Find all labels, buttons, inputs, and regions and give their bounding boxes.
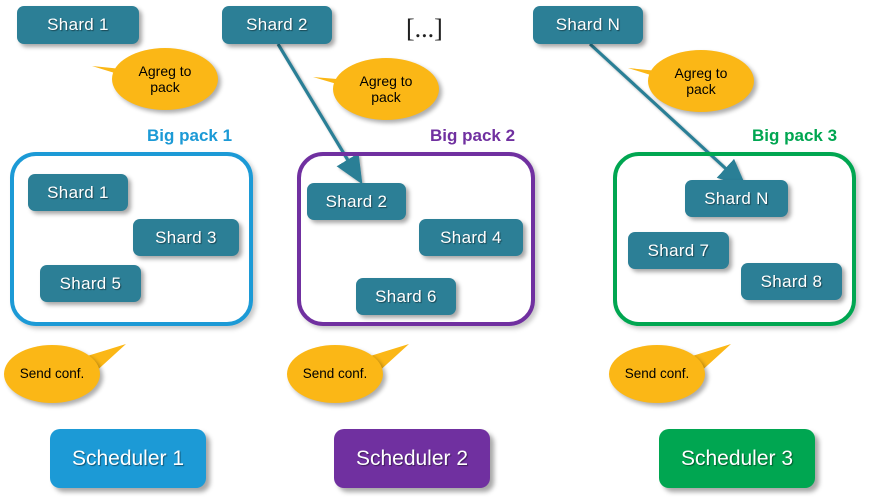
- pack-3-label: Big pack 3: [752, 126, 838, 145]
- scheduler-1-label: Scheduler 1: [71, 446, 185, 470]
- callout-send-2-label: Send conf.: [302, 366, 368, 382]
- pack-1-shard-3-label: Shard 3: [155, 227, 217, 247]
- pack-1-shard-3[interactable]: Shard 3: [133, 219, 239, 256]
- top-shard-n-label: Shard N: [555, 15, 621, 34]
- ellipsis-marker: [...]: [406, 14, 443, 43]
- pack-2-shard-4-label: Shard 4: [440, 227, 502, 247]
- pack-1-label: Big pack 1: [147, 126, 233, 145]
- pack-1-shard-5[interactable]: Shard 5: [40, 265, 141, 302]
- callout-agreg-1-line1: Agreg to: [138, 62, 192, 79]
- pack-2-shard-4[interactable]: Shard 4: [419, 219, 523, 256]
- pack-2-shard-6[interactable]: Shard 6: [356, 278, 456, 315]
- pack-1-shard-5-label: Shard 5: [59, 273, 122, 293]
- callout-agreg-3-line2: pack: [686, 81, 716, 97]
- callout-agreg-3-line1: Agreg to: [674, 64, 728, 81]
- pack-2-shard-6-label: Shard 6: [375, 286, 437, 306]
- pack-2-shard-2-label: Shard 2: [325, 191, 388, 211]
- callout-agreg-2-line2: pack: [371, 89, 401, 105]
- callout-agreg-3: Agreg to pack: [648, 50, 754, 112]
- callout-agreg-2-line1: Agreg to: [359, 72, 413, 89]
- top-shard-2[interactable]: Shard 2: [222, 6, 332, 44]
- top-shard-1[interactable]: Shard 1: [17, 6, 139, 44]
- callout-agreg-2-text: Agreg to pack: [360, 73, 413, 105]
- scheduler-1[interactable]: Scheduler 1: [50, 429, 206, 488]
- callout-send-2: Send conf.: [287, 345, 383, 403]
- big-pack-2[interactable]: [297, 152, 535, 326]
- pack-1-shard-1[interactable]: Shard 1: [28, 174, 128, 211]
- top-shard-n[interactable]: Shard N: [533, 6, 643, 44]
- top-shard-2-label: Shard 2: [246, 15, 308, 34]
- scheduler-2[interactable]: Scheduler 2: [334, 429, 490, 488]
- callout-send-1-label: Send conf.: [19, 366, 85, 382]
- pack-2-shard-2[interactable]: Shard 2: [307, 183, 406, 220]
- callout-send-3: Send conf.: [609, 345, 705, 403]
- pack-3-shard-n[interactable]: Shard N: [685, 180, 788, 217]
- pack-1-shard-1-label: Shard 1: [47, 182, 109, 202]
- callout-agreg-1-text: Agreg to pack: [139, 63, 192, 95]
- pack-3-shard-8-label: Shard 8: [760, 271, 823, 291]
- big-pack-3[interactable]: [613, 152, 856, 326]
- pack-2-label: Big pack 2: [430, 126, 516, 145]
- scheduler-2-label: Scheduler 2: [355, 446, 469, 470]
- pack-3-shard-8[interactable]: Shard 8: [741, 263, 842, 300]
- pack-3-shard-7[interactable]: Shard 7: [628, 232, 729, 269]
- top-shard-1-label: Shard 1: [47, 15, 109, 34]
- callout-agreg-3-text: Agreg to pack: [675, 65, 728, 97]
- big-pack-1[interactable]: [10, 152, 253, 326]
- scheduler-3[interactable]: Scheduler 3: [659, 429, 815, 488]
- callout-send-1: Send conf.: [4, 345, 100, 403]
- callout-agreg-1-line2: pack: [150, 79, 180, 95]
- pack-3-shard-n-label: Shard N: [704, 188, 769, 208]
- callout-agreg-1: Agreg to pack: [112, 48, 218, 110]
- callout-agreg-2: Agreg to pack: [333, 58, 439, 120]
- scheduler-3-label: Scheduler 3: [680, 446, 794, 470]
- callout-send-3-label: Send conf.: [624, 366, 690, 382]
- pack-3-shard-7-label: Shard 7: [647, 240, 710, 260]
